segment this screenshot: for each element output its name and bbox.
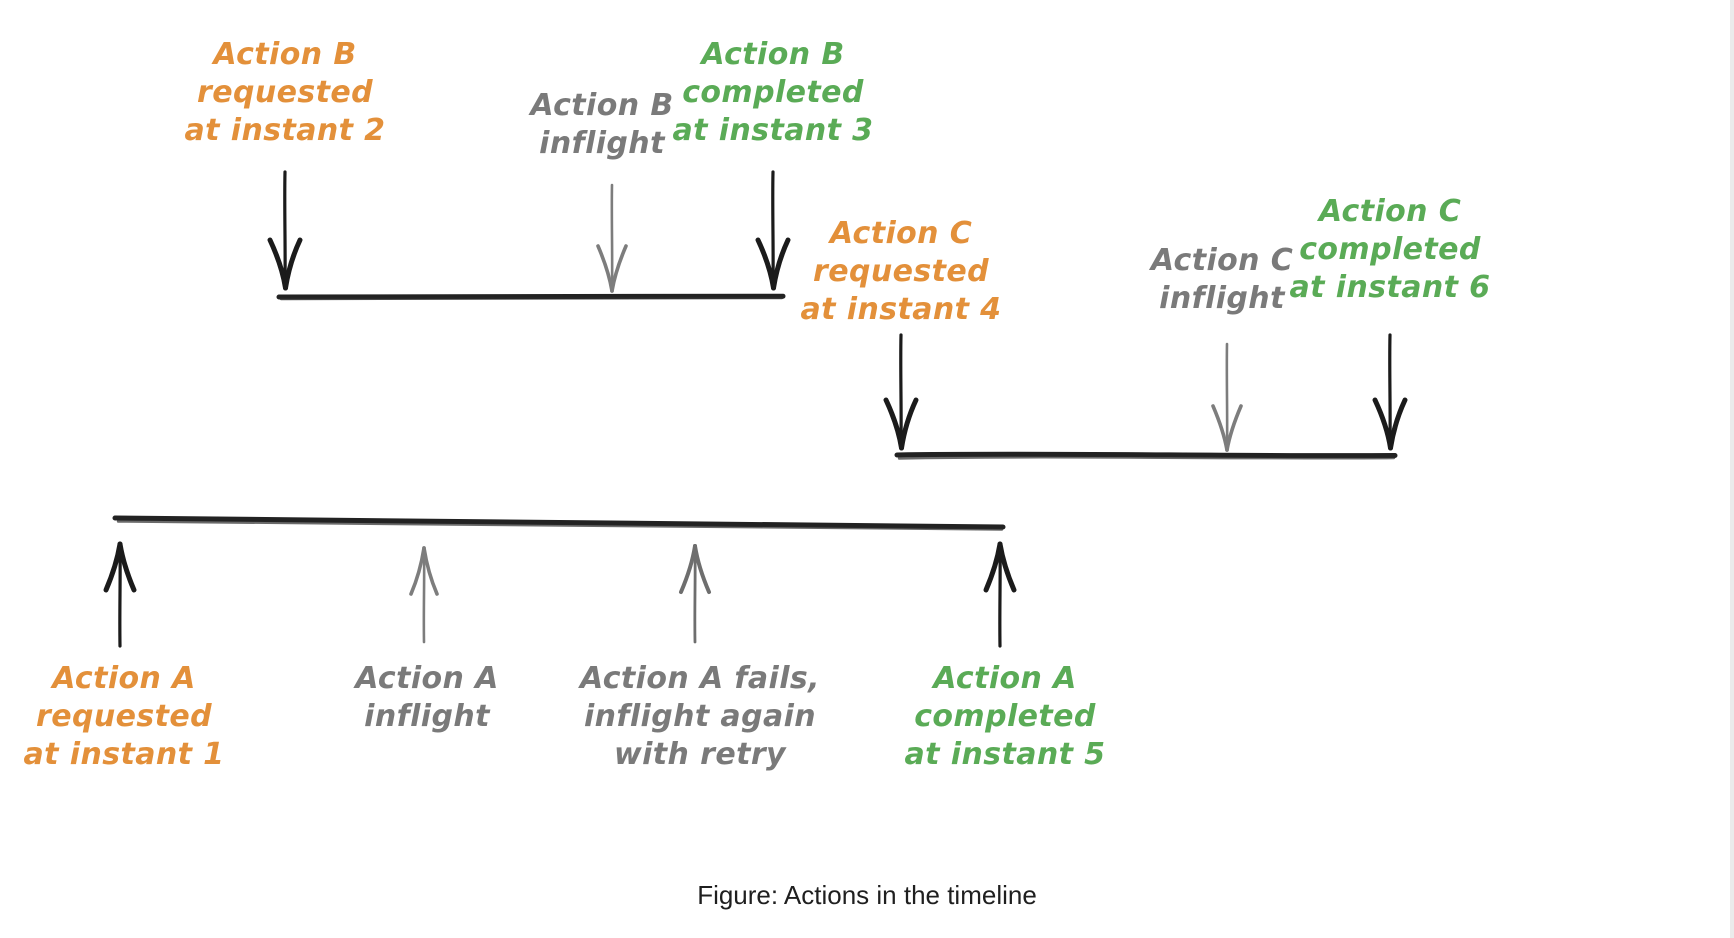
label-c-requested: Action C requested at instant 4 [800, 216, 1002, 327]
label-c-inflight: Action C inflight [1150, 243, 1294, 316]
figure-caption: Figure: Actions in the timeline [697, 880, 1037, 910]
label-a-failed-retry: Action A fails, inflight again with retr… [580, 661, 820, 772]
label-b-completed: Action B completed at instant 3 [672, 37, 874, 148]
arrow-c-completed [1372, 333, 1408, 451]
label-a-inflight: Action A inflight [355, 661, 499, 734]
arrow-c-inflight [1211, 342, 1243, 452]
page-right-edge [1730, 0, 1734, 938]
arrow-a-completed [983, 541, 1017, 648]
label-c-completed: Action C completed at instant 6 [1289, 194, 1491, 305]
arrow-c-requested [883, 333, 919, 451]
arrow-a-failed-retry [679, 544, 711, 644]
label-a-requested: Action A requested at instant 1 [23, 661, 225, 772]
label-b-requested: Action B requested at instant 2 [184, 37, 386, 148]
arrow-b-completed [755, 170, 791, 291]
timeline-action-b [276, 293, 786, 301]
timeline-action-c [894, 451, 1398, 460]
label-a-completed: Action A completed at instant 5 [904, 661, 1106, 772]
arrow-a-requested [103, 541, 137, 648]
timeline-action-a [112, 515, 1006, 531]
label-b-inflight: Action B inflight [530, 88, 674, 161]
arrow-b-inflight [596, 183, 628, 293]
arrow-a-inflight [409, 546, 439, 644]
arrow-b-requested [267, 170, 303, 291]
